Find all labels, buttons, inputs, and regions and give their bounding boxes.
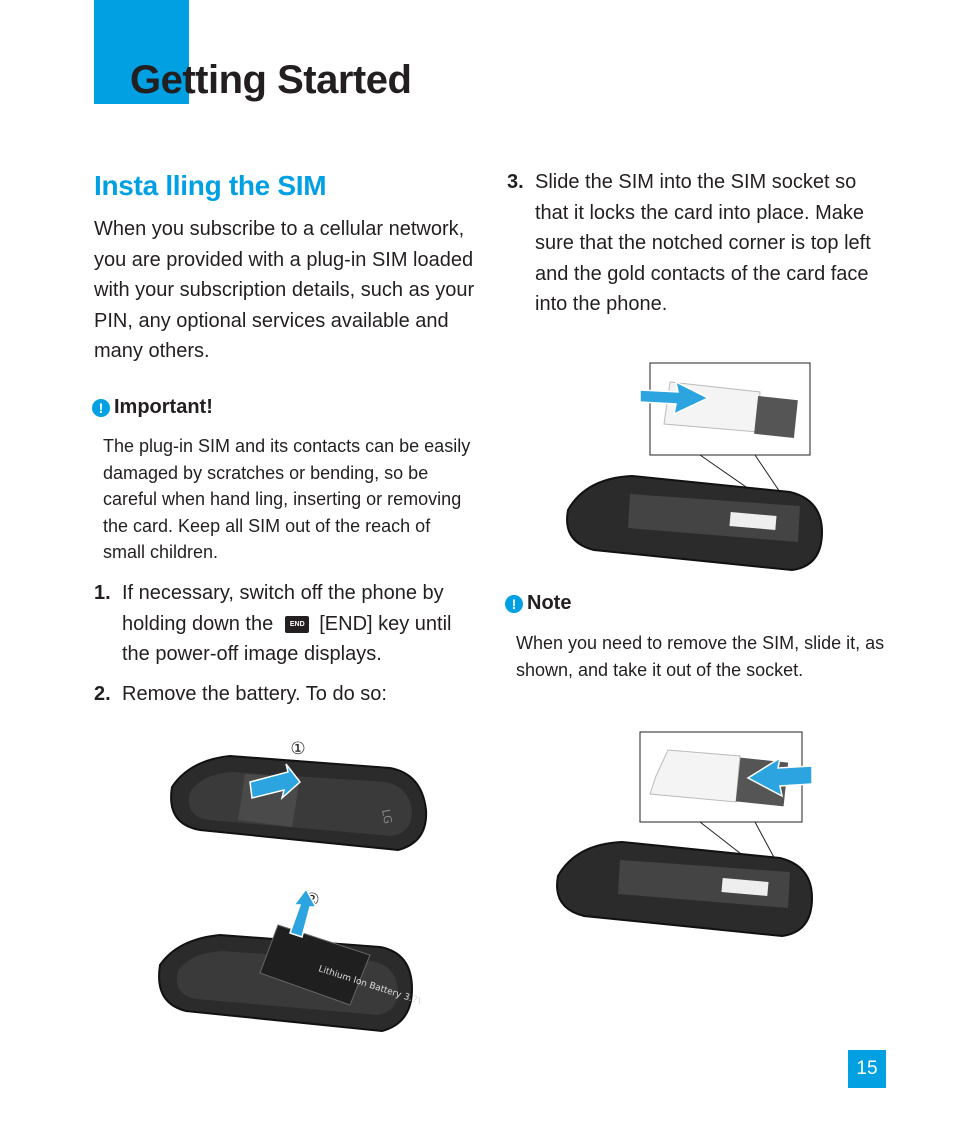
note-heading: ! Note [505, 592, 571, 615]
remove-battery-illustration: ② Lithium Ion Battery 3.7V [158, 887, 420, 1033]
important-label: Important! [114, 396, 213, 418]
insert-sim-illustration [566, 362, 824, 572]
chapter-color-block [94, 0, 189, 104]
step-text: Slide the SIM into the SIM socket so tha… [535, 171, 871, 315]
step-number: 3. [507, 171, 524, 193]
phone-logo: LG [379, 808, 394, 825]
step-number: 2. [94, 683, 111, 705]
step-number: 1. [94, 582, 111, 604]
remove-sim-illustration [556, 731, 814, 938]
page-number: 15 [848, 1050, 886, 1088]
note-label: Note [527, 592, 572, 614]
step-text: If necessary, switch off the phone by ho… [122, 578, 479, 670]
step-text-before: If necessary, switch off the phone by ho… [122, 582, 444, 635]
chapter-title: Getting Started [130, 58, 412, 102]
step-1: 1. If necessary, switch off the phone by… [94, 578, 479, 670]
exclamation-icon: ! [505, 594, 523, 613]
note-text: When you need to remove the SIM, slide i… [516, 633, 885, 680]
step-2: 2. Remove the battery. To do so: [94, 679, 479, 710]
important-text: The plug-in SIM and its contacts can be … [103, 436, 471, 562]
step-circle-1: ① [290, 739, 305, 759]
remove-battery-cover-illustration: ① LG [170, 739, 428, 852]
intro-paragraph: When you subscribe to a cellular network… [94, 218, 475, 362]
step-text-after: [END] key until the power-off image disp… [122, 612, 452, 666]
important-heading: ! Important! [92, 396, 213, 419]
step-3: 3. Slide the SIM into the SIM socket so … [507, 167, 882, 320]
end-key-icon: END [285, 615, 310, 633]
section-title: Insta lling the SIM [94, 170, 327, 201]
exclamation-icon: ! [92, 398, 110, 417]
step-text: Remove the battery. To do so: [122, 683, 387, 705]
